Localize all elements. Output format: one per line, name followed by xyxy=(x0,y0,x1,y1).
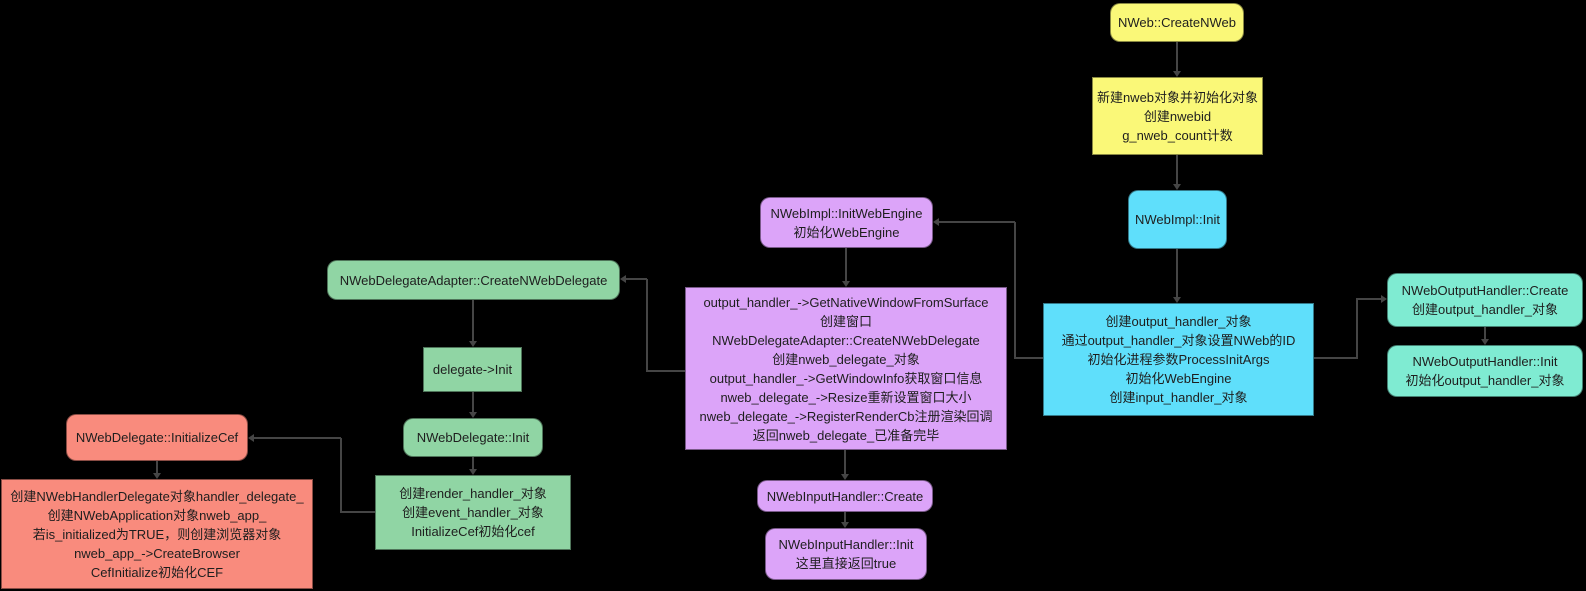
node-init-web-engine: NWebImpl::InitWebEngine 初始化WebEngine xyxy=(760,197,933,248)
edge-segment xyxy=(625,278,647,280)
node-nwebimpl-init: NWebImpl::Init xyxy=(1128,190,1227,249)
edge-segment xyxy=(1176,249,1178,298)
edge-segment xyxy=(1314,357,1357,359)
node-initialize-cef-detail: 创建NWebHandlerDelegate对象handler_delegate_… xyxy=(1,479,313,589)
edge-segment xyxy=(1176,155,1178,185)
edge-segment xyxy=(844,450,846,475)
node-input-handler-init: NWebInputHandler::Init 这里直接返回true xyxy=(765,528,927,580)
node-nweb-createnweb: NWeb::CreateNWeb xyxy=(1110,3,1244,42)
node-nwebdelegate-init: NWebDelegate::Init xyxy=(403,418,543,457)
node-input-handler-create: NWebInputHandler::Create xyxy=(757,480,933,512)
arrowhead-icon xyxy=(841,474,849,480)
edge-segment xyxy=(156,461,158,474)
arrowhead-icon xyxy=(1173,71,1181,77)
edge-segment xyxy=(646,279,648,372)
arrowhead-icon xyxy=(1481,339,1489,345)
node-nweb-create-detail: 新建nweb对象并初始化对象 创建nwebid g_nweb_count计数 xyxy=(1092,77,1263,155)
edge-segment xyxy=(938,221,1015,223)
edge-segment xyxy=(1014,222,1016,359)
edge-segment xyxy=(1014,357,1043,359)
edge-segment xyxy=(844,512,846,523)
edge-segment xyxy=(253,437,341,439)
edge-segment xyxy=(1356,298,1382,300)
node-init-web-engine-detail: output_handler_->GetNativeWindowFromSurf… xyxy=(685,287,1007,450)
arrowhead-icon xyxy=(1381,295,1387,303)
edge-segment xyxy=(340,438,342,513)
arrowhead-icon xyxy=(248,434,254,442)
arrowhead-icon xyxy=(933,218,939,226)
edge-segment xyxy=(646,370,685,372)
node-nwebimpl-init-detail: 创建output_handler_对象 通过output_handler_对象设… xyxy=(1043,303,1314,416)
edge-segment xyxy=(472,457,474,470)
edge-segment xyxy=(1176,42,1178,72)
node-nwebdelegate-init-detail: 创建render_handler_对象 创建event_handler_对象 I… xyxy=(375,475,571,550)
arrowhead-icon xyxy=(1173,297,1181,303)
node-output-handler-init: NWebOutputHandler::Init 初始化output_handle… xyxy=(1387,345,1583,397)
node-delegate-init: delegate->Init xyxy=(423,347,522,392)
edge-segment xyxy=(1484,327,1486,340)
edge-segment xyxy=(472,300,474,342)
edge-segment xyxy=(845,248,847,282)
arrowhead-icon xyxy=(842,281,850,287)
arrowhead-icon xyxy=(469,341,477,347)
arrowhead-icon xyxy=(841,522,849,528)
arrowhead-icon xyxy=(1173,184,1181,190)
node-output-handler-create: NWebOutputHandler::Create 创建output_handl… xyxy=(1387,273,1583,327)
edge-segment xyxy=(340,511,375,513)
arrowhead-icon xyxy=(469,412,477,418)
edge-segment xyxy=(1356,299,1358,359)
edge-segment xyxy=(472,392,474,413)
node-initialize-cef: NWebDelegate::InitializeCef xyxy=(66,414,248,461)
node-create-nweb-delegate: NWebDelegateAdapter::CreateNWebDelegate xyxy=(327,260,620,300)
arrowhead-icon xyxy=(620,275,626,283)
arrowhead-icon xyxy=(469,469,477,475)
arrowhead-icon xyxy=(153,473,161,479)
